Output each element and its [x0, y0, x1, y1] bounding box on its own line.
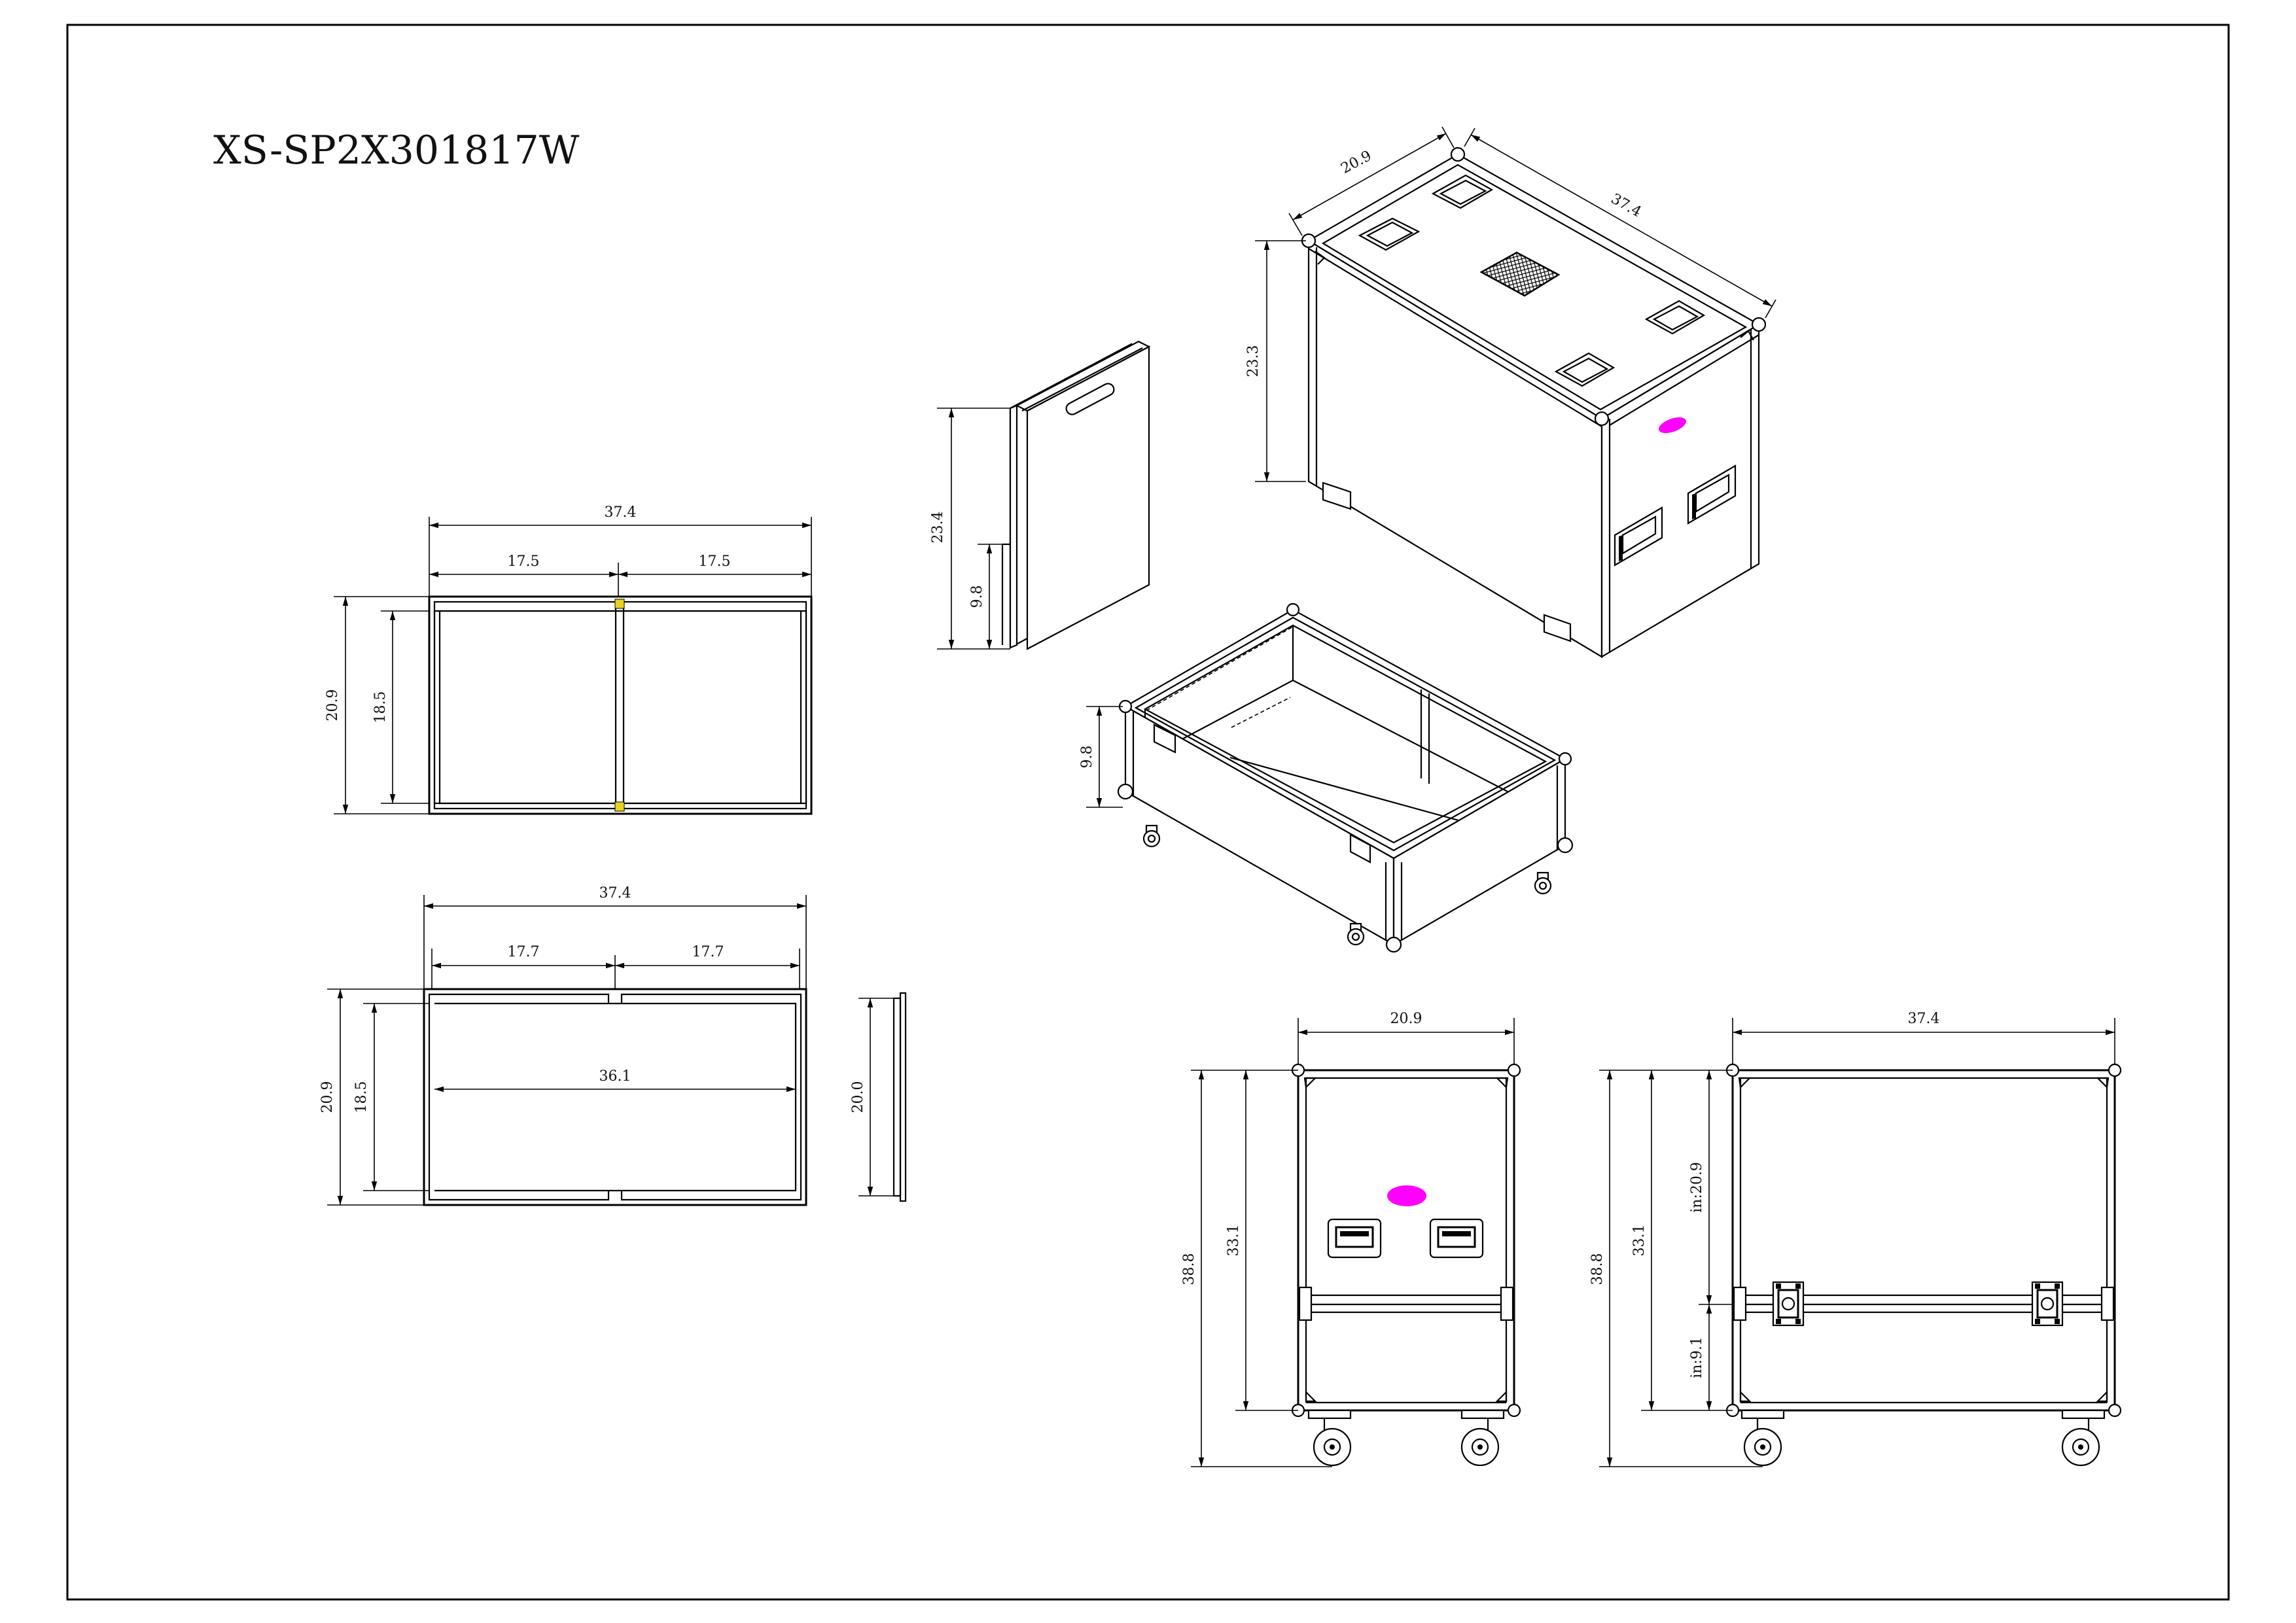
side-length-label: 37.4	[1908, 1011, 1940, 1027]
lid-joint-marker	[614, 599, 625, 609]
base-top-view: 37.4 17.7 17.7 36.1 20.9 18.5 20.0	[319, 885, 907, 1206]
base-height-label: 9.8	[1079, 746, 1095, 769]
side-elevation-view: 37.4	[1589, 1011, 2122, 1467]
side-latch	[1772, 1281, 1805, 1327]
base-corner	[1557, 837, 1574, 854]
lid-side-handle	[1614, 506, 1663, 567]
front-handle	[1327, 1218, 1382, 1259]
side-overall-height-label: 38.8	[1589, 1253, 1606, 1285]
lid-corner	[1751, 317, 1767, 332]
base-caster	[1347, 922, 1365, 946]
base-caster	[1534, 871, 1552, 895]
lid-inner-depth-label: 18.5	[372, 691, 389, 724]
base-left-section-label: 17.7	[508, 944, 540, 960]
base-inner-depth-label: 18.5	[353, 1081, 370, 1113]
side-panel-view: 23.4 9.8	[930, 340, 1151, 650]
side-latch	[2031, 1281, 2064, 1327]
front-caster	[1307, 1409, 1352, 1467]
lid-depth-label: 20.9	[1338, 148, 1374, 177]
drawing-border	[66, 24, 2230, 1601]
base-right-section-label: 17.7	[692, 944, 724, 960]
side-caster	[1740, 1409, 1785, 1467]
lid-corner	[1594, 411, 1610, 427]
base-inner-length-label: 36.1	[599, 1068, 631, 1085]
front-corner	[1495, 1063, 1521, 1089]
base-corner	[1385, 936, 1402, 953]
lid-top-view: 37.4 17.5 17.5 20.9 18.5	[325, 504, 813, 815]
front-corner	[1291, 1063, 1317, 1089]
lid-outer-depth-label: 20.9	[325, 689, 341, 722]
lid-side-handle	[1687, 464, 1737, 525]
front-label-marker	[1387, 1185, 1426, 1206]
lid-right-section-label: 17.5	[699, 553, 731, 570]
panel-lower-height-label: 9.8	[969, 585, 985, 608]
base-corner	[1558, 752, 1572, 766]
lid-corner	[1450, 147, 1466, 162]
side-inner-lower-label: in:9.1	[1689, 1336, 1705, 1378]
lid-joint-marker	[614, 801, 625, 812]
lid-height-label: 23.3	[1245, 345, 1262, 377]
side-caster	[2061, 1409, 2106, 1467]
iso-base-view: 9.8	[1079, 602, 1574, 953]
base-caster	[1142, 824, 1161, 848]
lid-overall-length-label: 37.4	[605, 504, 637, 521]
base-corner	[1117, 783, 1134, 800]
side-corner	[1725, 1063, 1752, 1089]
lid-label-marker	[1659, 417, 1686, 434]
front-handle	[1429, 1218, 1484, 1259]
front-width-label: 20.9	[1390, 1011, 1422, 1027]
base-overall-length-label: 37.4	[599, 885, 631, 901]
base-side-depth-label: 20.0	[850, 1081, 866, 1113]
iso-lid-view: 20.9 37.4 23.3	[1245, 126, 1776, 658]
lid-top-handle	[1358, 217, 1421, 251]
panel-height-label: 23.4	[930, 512, 946, 544]
front-caster	[1460, 1409, 1505, 1467]
base-outer-depth-label: 20.9	[319, 1081, 336, 1113]
side-corner	[2096, 1063, 2122, 1089]
front-corner	[1495, 1390, 1521, 1418]
base-corner	[1286, 602, 1300, 617]
side-corner	[2096, 1390, 2122, 1418]
side-inner-upper-label: in:20.9	[1689, 1162, 1705, 1213]
front-overall-height-label: 38.8	[1181, 1253, 1197, 1285]
lid-top-handle	[1554, 352, 1616, 387]
front-body-height-label: 33.1	[1226, 1225, 1242, 1257]
lid-top-handle	[1644, 300, 1706, 335]
drawing-title: XS-SP2X301817W	[213, 128, 580, 173]
panel-handle-slot	[1065, 383, 1115, 415]
front-elevation-view: 20.9	[1181, 1011, 1521, 1467]
side-body-height-label: 33.1	[1631, 1225, 1648, 1257]
lid-left-section-label: 17.5	[508, 553, 540, 570]
